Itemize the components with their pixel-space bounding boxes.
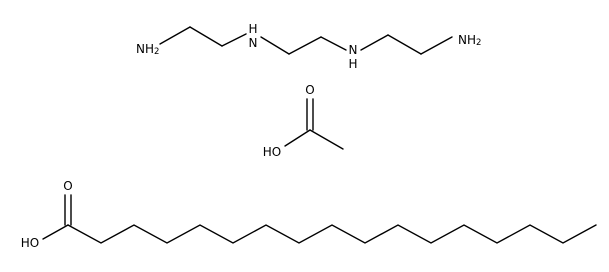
- atom-label-nh2-left: NH2: [136, 42, 159, 57]
- bond: [159, 26, 191, 45]
- bond: [189, 26, 223, 47]
- atom-label-ho: HO: [21, 236, 39, 250]
- bond: [284, 129, 311, 147]
- molecule-palmitic-acid: O HO: [21, 179, 597, 250]
- atom-label-ho: HO: [263, 145, 281, 159]
- bond: [260, 36, 290, 55]
- bond: [360, 34, 389, 51]
- atom-label-n-2: N: [349, 43, 358, 57]
- atom-label-h-2: H: [348, 57, 357, 71]
- atom-label-o: O: [305, 83, 314, 97]
- atom-label-n-1: N: [249, 36, 258, 50]
- bond: [320, 36, 347, 51]
- bond: [420, 36, 453, 55]
- atom-label-o: O: [63, 179, 72, 193]
- bond: [221, 33, 247, 47]
- atom-label-h-1: H: [248, 22, 257, 36]
- bond: [42, 224, 69, 240]
- atom-label-nh2-right: NH2: [458, 33, 481, 48]
- alkyl-chain: [67, 224, 597, 244]
- molecule-triethylenetetramine: NH2 H N N H NH2: [136, 22, 481, 71]
- bond: [288, 36, 322, 55]
- molecule-acetic-acid: O HO: [263, 83, 344, 159]
- bond: [387, 34, 422, 55]
- bond: [309, 129, 344, 150]
